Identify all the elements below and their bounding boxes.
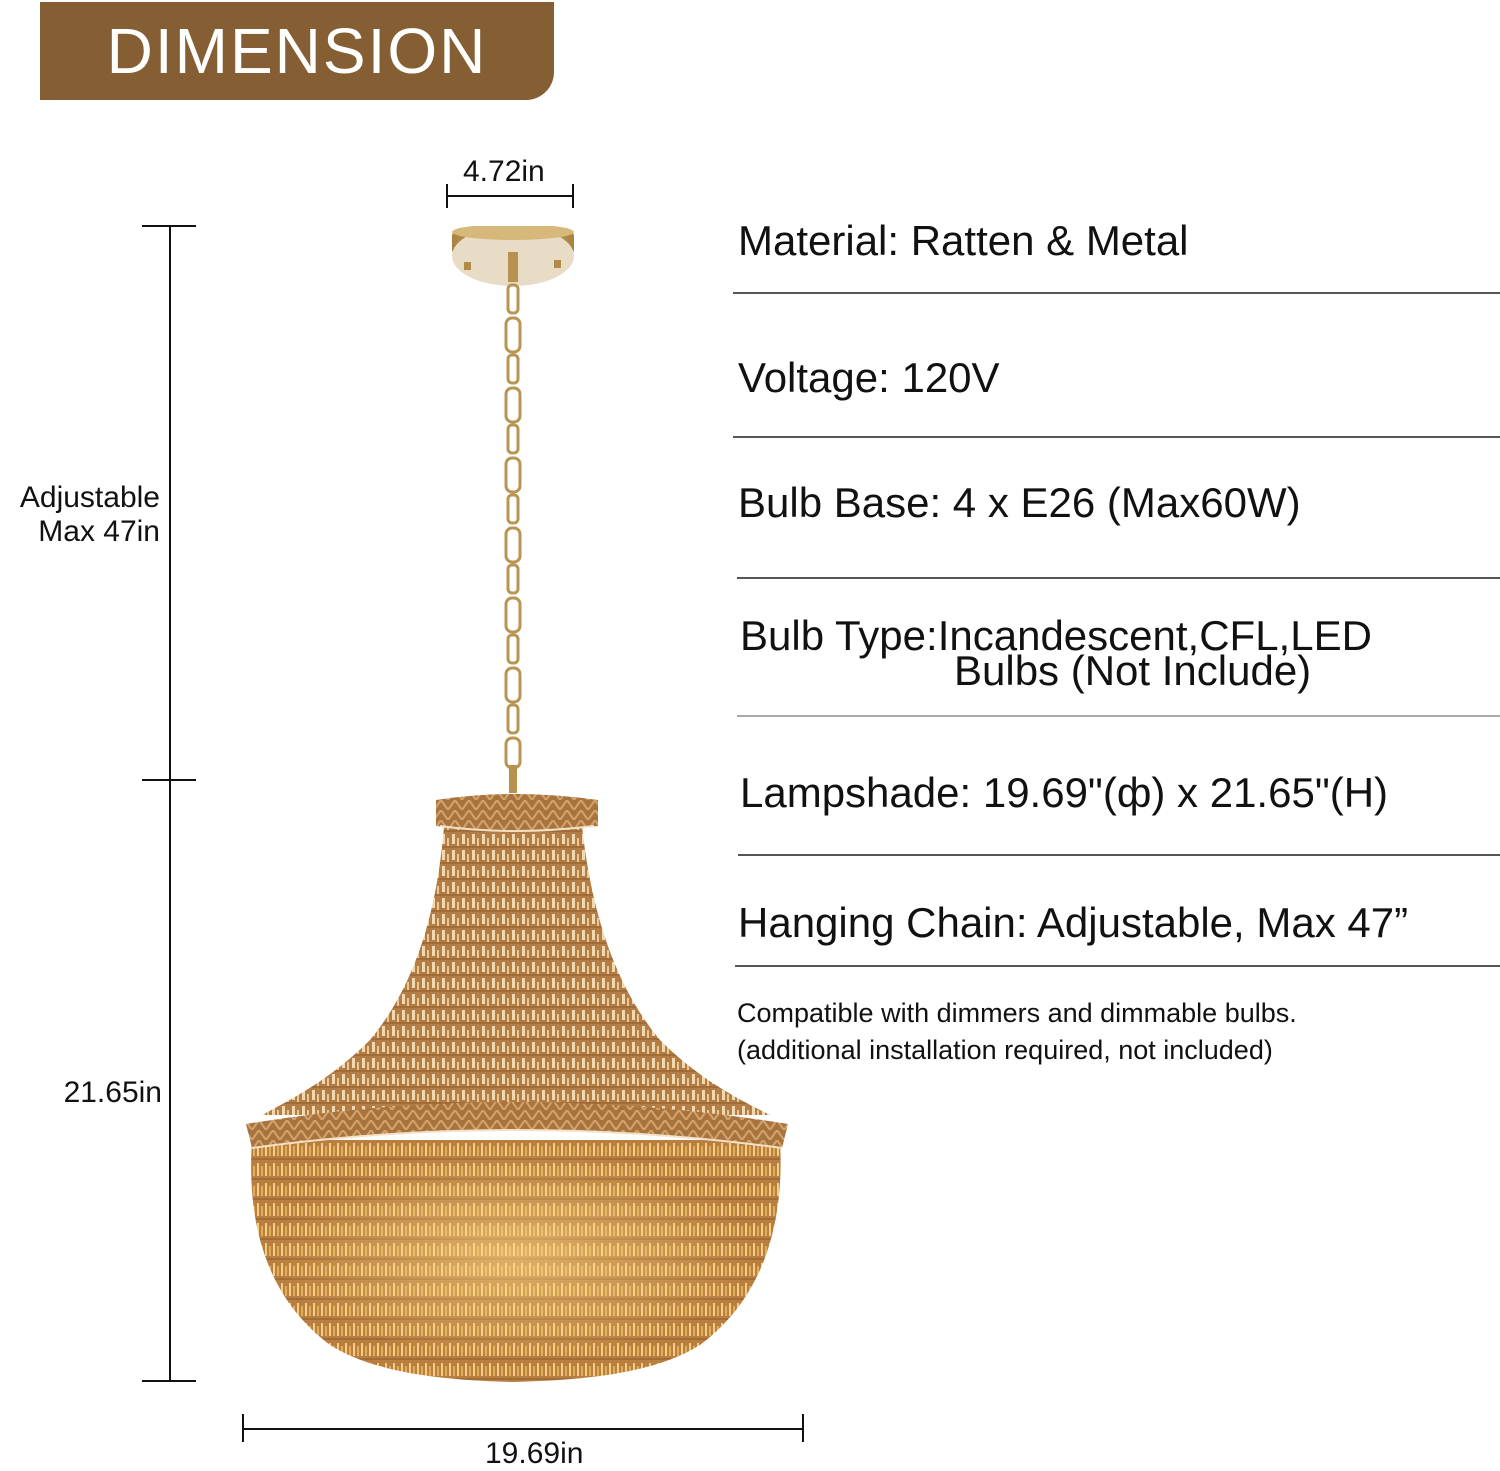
upper-shade [262,826,770,1115]
canopy-width-tick-left [446,184,448,208]
divider [735,965,1500,967]
shade-width-tick-left [242,1414,244,1442]
divider [738,854,1500,856]
canopy-width-label: 4.72in [463,155,545,188]
shade-width-tick-right [802,1414,804,1442]
canopy-width-tick-right [572,184,574,208]
chain-length-label-line2: Max 47in [38,515,160,548]
dimmer-note-line2: (additional installation required, not i… [737,1035,1273,1065]
chain [504,283,522,770]
height-tick-middle [142,779,196,781]
chandelier-image [246,226,788,1382]
canopy [452,226,574,286]
spec-bulb-base: Bulb Base: 4 x E26 (Max60W) [738,479,1301,526]
shade-height-label: 21.65in [63,1076,162,1109]
banner-title: DIMENSION [106,15,488,87]
divider [737,577,1500,579]
dimension-banner: DIMENSION [40,2,554,100]
divider [733,292,1500,294]
shade-width-label: 19.69in [485,1437,584,1470]
chain-length-label-line1: Adjustable [19,481,160,514]
spec-bulb-type-continuation: Bulbs (Not Include) [954,647,1312,694]
spec-material: Material: Ratten & Metal [738,217,1189,264]
canopy-width-line [446,195,573,197]
divider [733,436,1500,438]
shade-width-line [242,1428,804,1430]
height-tick-bottom [142,1380,196,1382]
dimmer-note-line1: Compatible with dimmers and dimmable bul… [737,998,1297,1028]
spec-hanging-chain: Hanging Chain: Adjustable, Max 47” [738,899,1409,946]
spec-bulb-type: Bulb Type:Incandescent,CFL,LED [740,612,1372,659]
spec-lampshade: Lampshade: 19.69"(ф) x 21.65"(H) [740,769,1389,816]
height-dimension-line [169,225,171,1381]
height-tick-top [142,225,196,227]
divider [737,715,1500,717]
spec-voltage: Voltage: 120V [738,354,1000,401]
